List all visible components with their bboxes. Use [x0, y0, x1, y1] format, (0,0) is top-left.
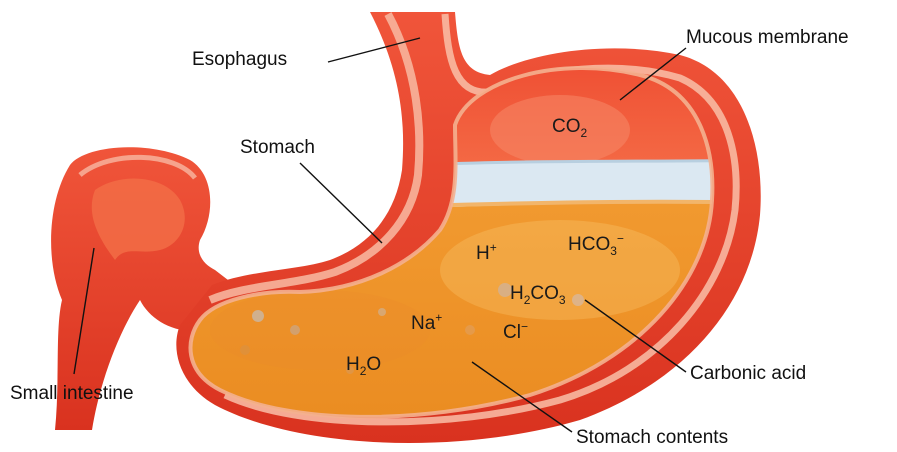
na-plus-formula: Na+ [411, 314, 442, 333]
cl-minus-formula: Cl− [503, 323, 528, 342]
carbonic-acid-label: Carbonic acid [690, 364, 806, 383]
h2co3-formula: H2CO3 [510, 284, 566, 303]
h-plus-formula: H+ [476, 244, 497, 263]
co2-formula: CO2 [552, 117, 587, 136]
esophagus-label: Esophagus [192, 50, 287, 69]
hco3-minus-formula: HCO3− [568, 235, 624, 254]
h2o-formula: H2O [346, 355, 381, 374]
small-intestine-label: Small intestine [10, 384, 134, 403]
mucous-membrane-label: Mucous membrane [686, 28, 849, 47]
stomach-leader [300, 163, 382, 243]
stomach-contents-label: Stomach contents [576, 428, 728, 447]
stomach-label: Stomach [240, 138, 315, 157]
